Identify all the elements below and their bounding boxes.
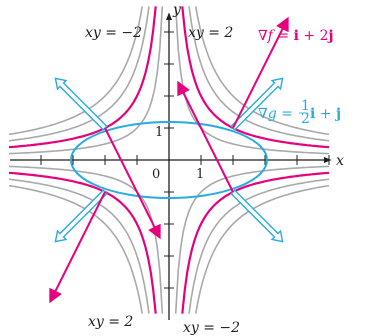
svg-text:i + j: i + j	[310, 106, 341, 122]
hyperbola-pos-3	[8, 178, 150, 314]
label-xy-neg2-top: xy = −2	[85, 25, 142, 41]
grad-f-label: ∇f = i + 2j	[258, 28, 334, 44]
constraint-ellipse	[70, 121, 268, 199]
hyperbola-pos-4	[8, 184, 144, 314]
origin-label: 0	[152, 167, 160, 182]
grad-f-arrow	[104, 127, 161, 240]
hyperbola-neg-4	[194, 184, 330, 314]
grad-f-name: f	[267, 28, 276, 44]
x-ticks	[40, 155, 330, 165]
svg-text:∇g =: ∇g =	[258, 106, 293, 122]
hyperbola-pos-2	[181, 6, 330, 149]
hyperbola-neg-2	[8, 6, 157, 149]
grad-g-arrow	[230, 189, 284, 243]
x-axis-label: x	[336, 153, 344, 169]
grad-g-plus: +	[315, 106, 336, 122]
label-xy-2-bottom: xy = 2	[88, 314, 133, 330]
hyperbola-pos-1	[8, 165, 164, 314]
nabla-g: ∇	[258, 106, 268, 122]
grad-g-num: 1	[301, 98, 310, 114]
hyperbola-neg-2	[181, 171, 330, 314]
hyperbola-neg-1	[174, 165, 330, 314]
y-axis-label: y	[172, 2, 182, 18]
level-curves	[8, 6, 330, 314]
hyperbola-neg-4	[8, 6, 144, 136]
grad-f-eq: =	[273, 28, 294, 44]
grad-g-name: g	[268, 106, 277, 122]
grad-f-arrow	[232, 16, 289, 129]
grad-f-arrow	[49, 191, 106, 304]
grad-g-eq: =	[277, 106, 293, 122]
grad-f-j: j	[326, 28, 333, 44]
hyperbola-neg-3	[8, 6, 150, 142]
label-xy-2-top: xy = 2	[188, 25, 233, 41]
hyperbola-pos-2	[8, 171, 157, 314]
hyperbola-neg-3	[188, 178, 330, 314]
grad-f-plus: + 2	[299, 28, 329, 44]
grad-g-arrows	[54, 77, 284, 243]
x-tick-label-1: 1	[196, 167, 204, 182]
grad-g-den: 2	[301, 111, 310, 127]
grad-g-label: ∇g = 1 2 i + j	[258, 98, 341, 127]
y-ticks	[164, 31, 174, 289]
label-xy-neg2-bottom: xy = −2	[183, 320, 240, 336]
hyperbola-neg-1	[8, 6, 164, 155]
hyperbola-pos-4	[194, 6, 330, 136]
grad-g-i: i	[310, 106, 315, 122]
hyperbola-pos-3	[188, 6, 330, 142]
grad-g-arrow	[54, 77, 108, 131]
y-tick-label-1: 1	[155, 125, 163, 140]
grad-f-arrow	[177, 80, 234, 193]
grad-f-i: i	[294, 28, 299, 44]
nabla-f: ∇	[258, 28, 268, 44]
grad-g-j: j	[334, 106, 341, 122]
grad-f-arrows	[49, 16, 289, 304]
axes	[10, 12, 332, 320]
